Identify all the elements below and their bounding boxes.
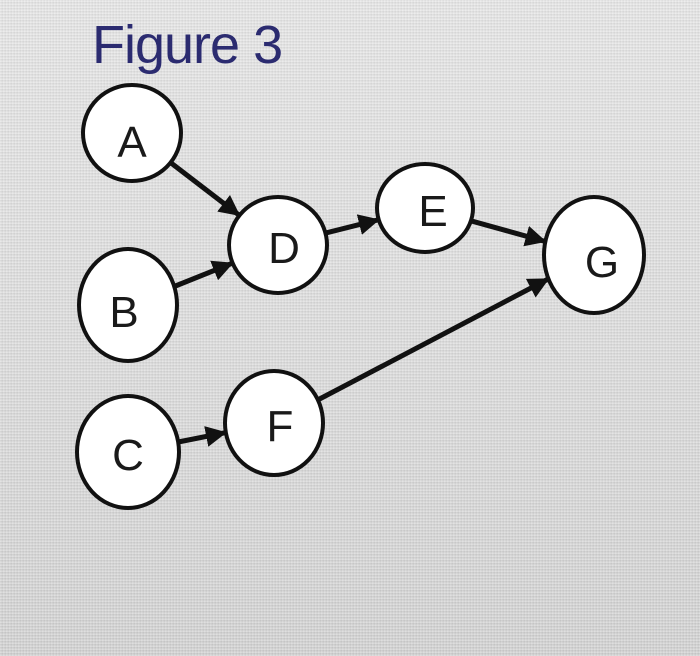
node-b-circle: [77, 247, 179, 363]
node-c-label: C: [112, 431, 144, 480]
edge-c-to-f: [177, 426, 227, 447]
node-a: A: [81, 83, 183, 183]
node-d-circle: [227, 195, 329, 295]
node-g-circle: [542, 195, 646, 315]
figure-title: Figure 3: [92, 15, 283, 75]
node-g-label: G: [585, 238, 619, 287]
node-c: C: [75, 394, 181, 510]
node-c-circle: [75, 394, 181, 510]
node-e-circle: [375, 162, 475, 254]
node-f: F: [223, 369, 325, 477]
edge-b-to-d: [173, 260, 234, 289]
node-f-label: F: [267, 402, 294, 451]
edges-layer: [169, 160, 550, 447]
node-a-label: A: [117, 118, 147, 167]
edge-a-to-d: [169, 160, 241, 218]
node-g: G: [542, 195, 646, 315]
node-b: B: [77, 247, 179, 363]
edge-d-to-e: [324, 214, 380, 236]
node-e-label: E: [418, 187, 447, 236]
node-a-circle: [81, 83, 183, 183]
edge-e-to-g: [470, 218, 547, 247]
node-b-label: B: [109, 288, 138, 337]
node-d: D: [227, 195, 329, 295]
edge-f-to-g: [316, 276, 550, 403]
node-d-label: D: [268, 224, 300, 273]
node-e: E: [375, 162, 475, 254]
nodes-layer: A B C D E F G: [75, 83, 646, 510]
node-f-circle: [223, 369, 325, 477]
